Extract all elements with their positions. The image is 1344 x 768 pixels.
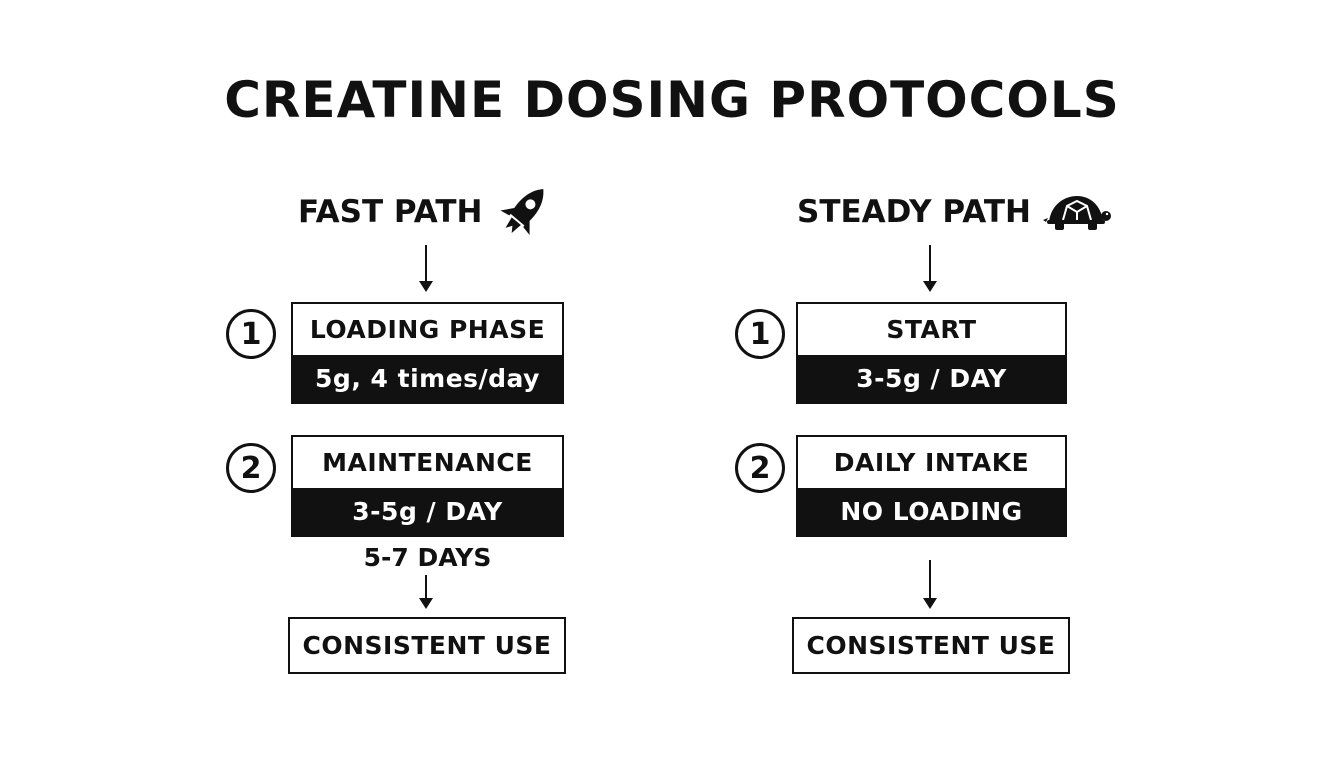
steady-path-arrow-2 bbox=[920, 560, 940, 609]
steady-step-daily-intake: DAILY INTAKE NO LOADING bbox=[796, 435, 1067, 537]
steady-path-heading: STEADY PATH bbox=[797, 192, 1111, 232]
steady-path-heading-label: STEADY PATH bbox=[797, 194, 1031, 230]
step-number: 2 bbox=[735, 443, 785, 493]
fast-path-heading: FAST PATH bbox=[298, 189, 554, 235]
fast-path-heading-label: FAST PATH bbox=[298, 194, 483, 230]
steady-step-start: START 3-5g / DAY bbox=[796, 302, 1067, 404]
rocket-icon bbox=[500, 189, 544, 235]
step-number: 1 bbox=[226, 309, 276, 359]
fast-path-duration: 5-7 DAYS bbox=[363, 543, 492, 572]
step-detail: 3-5g / DAY bbox=[798, 355, 1065, 402]
step-label: LOADING PHASE bbox=[309, 315, 546, 344]
step-number: 2 bbox=[226, 443, 276, 493]
step-detail: 3-5g / DAY bbox=[293, 488, 562, 535]
fast-path-arrow-2 bbox=[416, 575, 436, 609]
steady-path-end: CONSISTENT USE bbox=[792, 617, 1070, 674]
turtle-icon bbox=[1042, 196, 1111, 230]
fast-path-end: CONSISTENT USE bbox=[288, 617, 566, 674]
step-number: 1 bbox=[735, 309, 785, 359]
step-label: MAINTENANCE bbox=[322, 448, 533, 477]
fast-step-loading-phase: LOADING PHASE 5g, 4 times/day bbox=[291, 302, 564, 404]
fast-path-arrow-1 bbox=[416, 245, 436, 293]
step-detail: NO LOADING bbox=[798, 488, 1065, 535]
step-label: DAILY INTAKE bbox=[833, 448, 1030, 477]
steady-path-arrow-1 bbox=[920, 245, 940, 293]
fast-step-maintenance: MAINTENANCE 3-5g / DAY bbox=[291, 435, 564, 537]
step-label: START bbox=[886, 315, 977, 344]
step-detail: 5g, 4 times/day bbox=[293, 355, 562, 402]
page-title: CREATINE DOSING PROTOCOLS bbox=[224, 71, 1120, 129]
